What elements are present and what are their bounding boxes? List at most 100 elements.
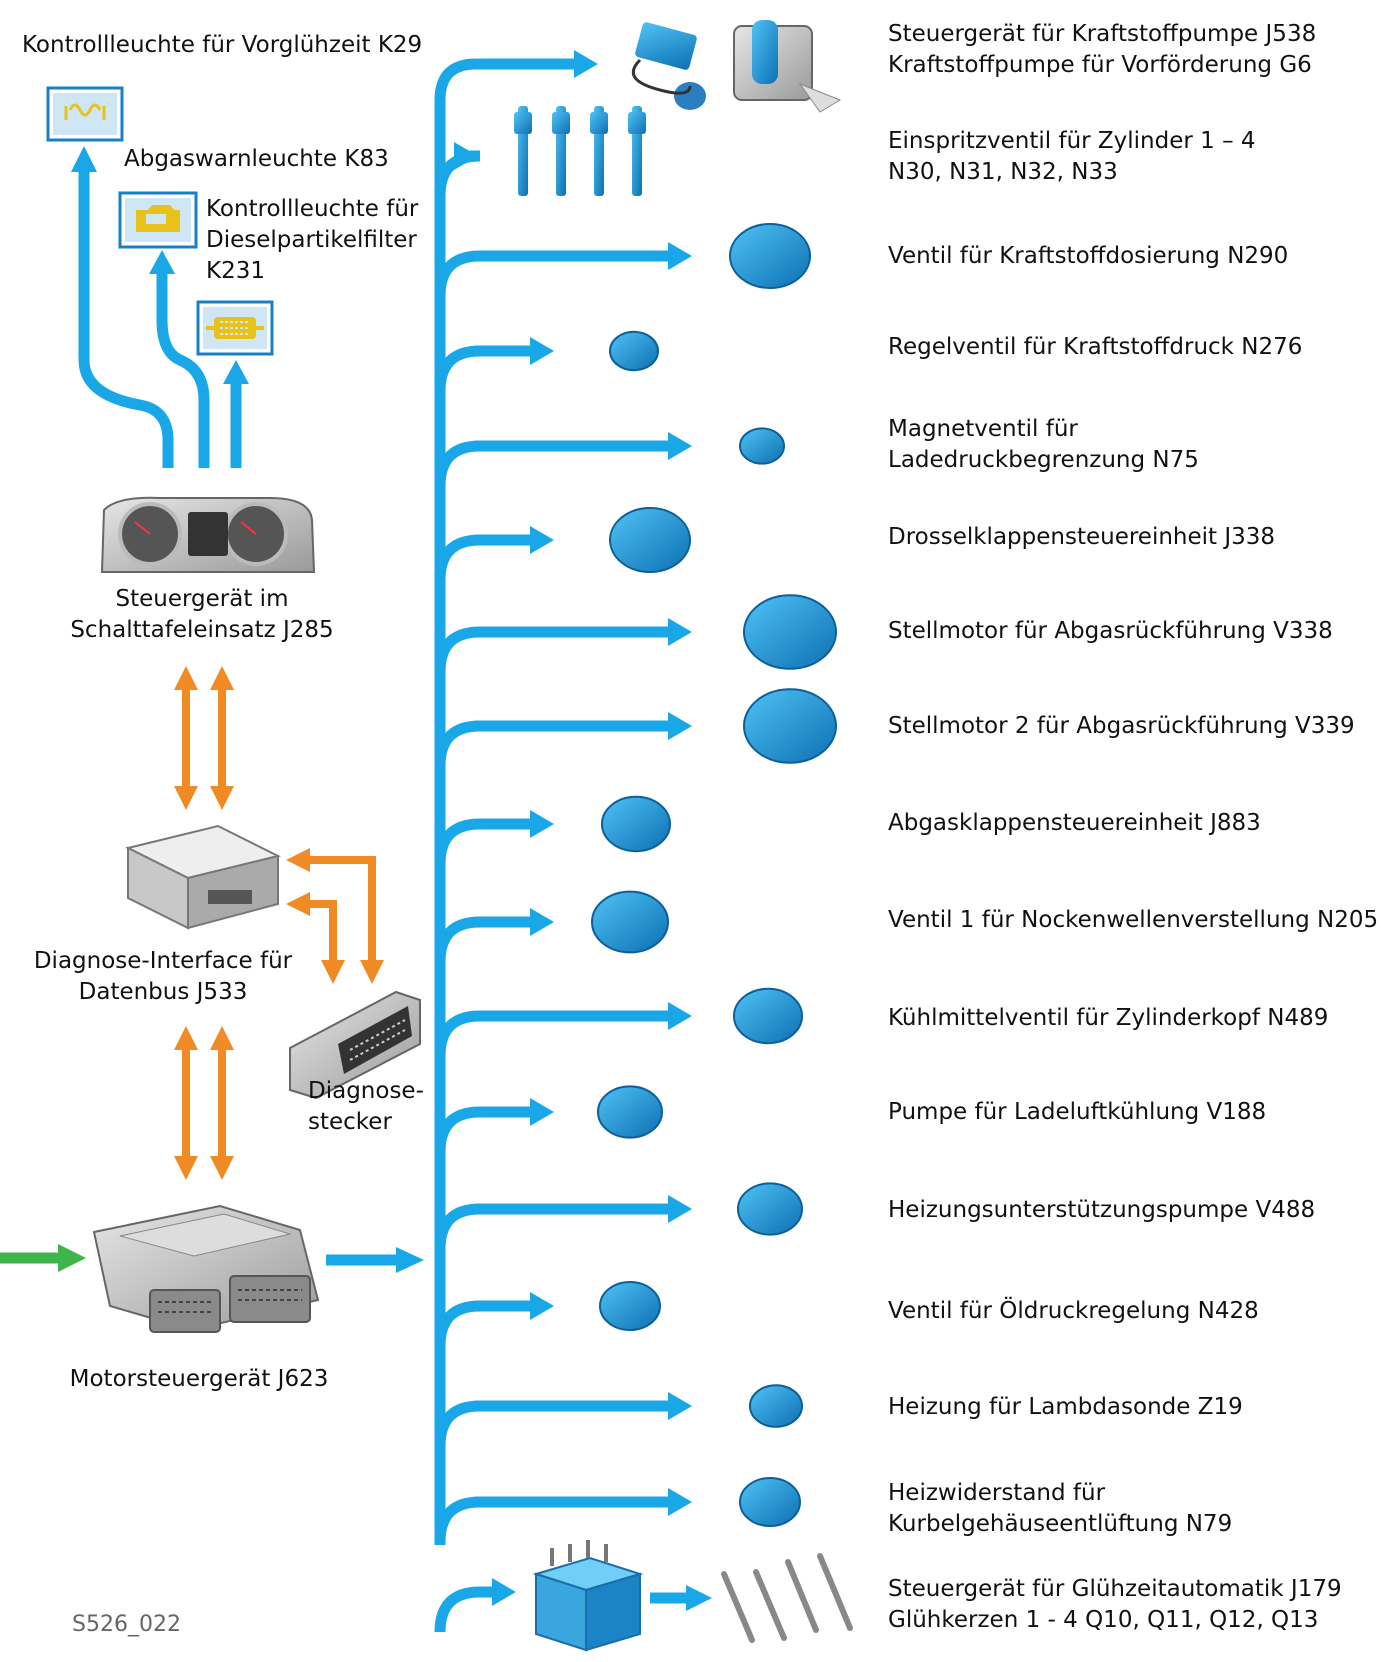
crankcase-heater-icon xyxy=(739,1477,801,1527)
heater-pump-icon xyxy=(737,1182,803,1236)
component-label: Heizung für Lambdasonde Z19 xyxy=(888,1392,1243,1423)
blue-branch xyxy=(434,1586,496,1633)
oil-pressure-valve-icon xyxy=(599,1281,661,1331)
blue-arrowhead xyxy=(530,526,554,554)
component-label-line: Steuergerät für Glühzeitautomatik J179 xyxy=(888,1576,1342,1602)
blue-bus xyxy=(434,58,477,1545)
component-label-line: Steuergerät für Kraftstoffpumpe J538 xyxy=(888,21,1317,47)
blue-arrowhead xyxy=(668,712,692,740)
lamp-arrowheads xyxy=(71,146,249,384)
blue-arrowhead xyxy=(668,1392,692,1420)
label-k83: Abgaswarnleuchte K83 xyxy=(124,146,389,172)
blue-arrowhead xyxy=(530,337,554,365)
blue-arrowhead xyxy=(530,1292,554,1320)
blue-arrowhead xyxy=(530,1098,554,1126)
glow-plugs-icon xyxy=(721,1553,853,1643)
glow-plug-lamp-icon xyxy=(46,86,124,142)
label-j533: Diagnose-Interface für Datenbus J533 xyxy=(34,946,292,1008)
component-label: Heizungsunterstützungspumpe V488 xyxy=(888,1195,1315,1226)
blue-arrowhead xyxy=(668,1195,692,1223)
blue-branch xyxy=(434,1106,534,1153)
ecu-to-bus-arrow xyxy=(326,1247,424,1273)
blue-arrowhead xyxy=(530,908,554,936)
component-label-line: Drosselklappensteuereinheit J338 xyxy=(888,524,1276,550)
component-label-line: Ventil für Öldruckregelung N428 xyxy=(888,1298,1259,1324)
label-k231-line-3: K231 xyxy=(206,258,265,284)
component-label: Abgasklappensteuereinheit J883 xyxy=(888,808,1261,839)
component-icons xyxy=(591,223,837,1527)
component-label-line: Stellmotor 2 für Abgasrückführung V339 xyxy=(888,713,1355,739)
diagnostic-interface-icon xyxy=(125,824,281,930)
blue-arrowhead xyxy=(530,810,554,838)
label-j533-line-2: Datenbus J533 xyxy=(78,979,248,1005)
label-k29: Kontrollleuchte für Vorglühzeit K29 xyxy=(22,32,423,58)
exhaust-warning-lamp-icon xyxy=(118,191,198,249)
component-label: Regelventil für Kraftstoffdruck N276 xyxy=(888,332,1302,363)
instrument-cluster-icon xyxy=(100,496,316,573)
component-label-line: Heizwiderstand für xyxy=(888,1480,1106,1506)
dpf-lamp-icon xyxy=(196,300,274,356)
blue-arrowhead xyxy=(454,142,478,170)
fuel-pump-module-icon xyxy=(631,20,842,113)
fuel-pressure-valve-icon xyxy=(609,330,659,372)
blue-branch xyxy=(434,534,534,581)
exhaust-flap-unit-icon xyxy=(601,795,671,853)
blue-branch xyxy=(434,1400,672,1447)
blue-arrowhead xyxy=(574,50,598,78)
label-diagnosestecker: Diagnose- stecker xyxy=(308,1076,424,1138)
camshaft-valve-icon xyxy=(591,890,669,954)
injectors-icon xyxy=(514,106,646,196)
blue-arrowhead xyxy=(668,1488,692,1516)
lambda-heater-icon xyxy=(749,1384,803,1428)
label-j285: Steuergerät im Schalttafeleinsatz J285 xyxy=(70,584,333,646)
label-diagnosestecker-line-1: Diagnose- xyxy=(308,1078,424,1104)
blue-branch xyxy=(434,720,672,767)
label-j285-line-1: Steuergerät im xyxy=(115,586,289,612)
component-label-line: Stellmotor für Abgasrückführung V338 xyxy=(888,618,1333,644)
orange-arrows xyxy=(174,666,384,1180)
blue-branch xyxy=(434,440,672,487)
blue-branch xyxy=(434,1203,672,1250)
blue-branch xyxy=(434,626,672,673)
component-label: Ventil 1 für Nockenwellenverstellung N20… xyxy=(888,905,1378,936)
label-k231-line-2: Dieselpartikelfilter xyxy=(206,227,417,253)
component-label: Drosselklappensteuereinheit J338 xyxy=(888,522,1275,553)
blue-branch xyxy=(434,1010,672,1057)
egr-motor-icon xyxy=(743,594,837,670)
blue-branch xyxy=(434,150,481,197)
blue-arrowhead xyxy=(668,1002,692,1030)
glow-plug-control-unit-icon xyxy=(532,1540,712,1652)
component-label-line: N30, N31, N32, N33 xyxy=(888,159,1118,185)
blue-arrowhead xyxy=(492,1578,516,1606)
throttle-unit-icon xyxy=(609,507,691,573)
label-diagnosestecker-line-2: stecker xyxy=(308,1109,392,1135)
charge-air-pump-icon xyxy=(597,1085,663,1139)
engine-control-unit-icon xyxy=(92,1204,320,1333)
lamp-arrows xyxy=(78,168,242,468)
component-label-line: Kraftstoffpumpe für Vorförderung G6 xyxy=(888,52,1312,78)
label-k231: Kontrollleuchte für Dieselpartikelfilter… xyxy=(206,194,418,287)
blue-branch xyxy=(434,345,534,392)
component-label: Ventil für Kraftstoffdosierung N290 xyxy=(888,241,1288,272)
component-label-line: Abgasklappensteuereinheit J883 xyxy=(888,810,1261,836)
component-label: Stellmotor für Abgasrückführung V338 xyxy=(888,616,1333,647)
component-label-line: Heizung für Lambdasonde Z19 xyxy=(888,1394,1243,1420)
blue-arrowhead xyxy=(668,618,692,646)
component-label-line: Ventil für Kraftstoffdosierung N290 xyxy=(888,243,1289,269)
component-label-line: Einspritzventil für Zylinder 1 – 4 xyxy=(888,128,1256,154)
component-label: Stellmotor 2 für Abgasrückführung V339 xyxy=(888,711,1355,742)
egr-motor-2-icon xyxy=(743,688,837,764)
component-label: Ventil für Öldruckregelung N428 xyxy=(888,1296,1259,1327)
label-j623: Motorsteuergerät J623 xyxy=(69,1366,329,1392)
component-label-line: Magnetventil für xyxy=(888,416,1078,442)
component-label: Kühlmittelventil für Zylinderkopf N489 xyxy=(888,1003,1328,1034)
label-j285-line-2: Schalttafeleinsatz J285 xyxy=(70,617,334,643)
component-label-line: Kühlmittelventil für Zylinderkopf N489 xyxy=(888,1005,1329,1031)
component-label-line: Glühkerzen 1 - 4 Q10, Q11, Q12, Q13 xyxy=(888,1607,1319,1633)
component-label-line: Kurbelgehäuseentlüftung N79 xyxy=(888,1511,1233,1537)
